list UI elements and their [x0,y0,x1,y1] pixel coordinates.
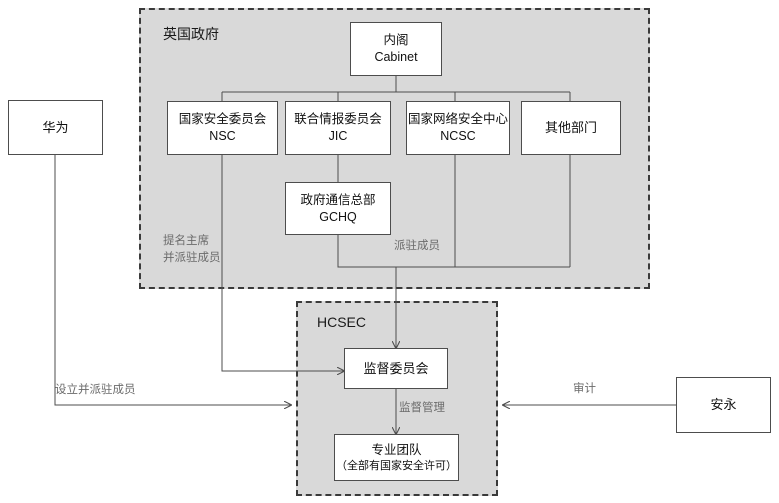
node-nsc-line2: NSC [209,129,236,143]
node-professional-team[interactable]: 专业团队 （全部有国家安全许可） [334,434,459,481]
node-gchq[interactable]: 政府通信总部 GCHQ [285,182,391,235]
node-ncsc-line1: 国家网络安全中心 [407,112,508,127]
node-professional-team-sub: （全部有国家安全许可） [336,459,457,472]
node-jic[interactable]: 联合情报委员会 JIC [285,101,391,155]
node-professional-team-line1: 专业团队 [371,442,422,457]
edge-label-huawei-to-hcsec: 设立并派驻成员 [55,384,136,396]
node-huawei-line1: 华为 [42,119,69,135]
node-ncsc[interactable]: 国家网络安全中心 NCSC [406,101,510,155]
edge-label-nsc-to-oversight-line1: 提名主席 [163,235,209,247]
node-gchq-line1: 政府通信总部 [300,192,376,207]
node-cabinet-line1: 内阁 [383,33,409,48]
edge-label-ey-to-hcsec: 审计 [573,383,596,395]
node-gchq-line2: GCHQ [319,209,357,224]
node-ernst-young[interactable]: 安永 [676,377,771,433]
node-ernst-young-line1: 安永 [710,397,737,413]
edge-label-nsc-to-oversight-line2: 并派驻成员 [163,251,221,264]
node-nsc-line1: 国家安全委员会 [178,112,267,127]
node-oversight-committee[interactable]: 监督委员会 [344,348,448,389]
node-nsc[interactable]: 国家安全委员会 NSC [167,101,278,155]
edge-label-nsc-to-oversight: 提名主席 并派驻成员 [163,233,221,266]
node-other-departments[interactable]: 其他部门 [521,101,621,155]
node-cabinet-line2: Cabinet [374,50,418,64]
group-hcsec-label: HCSEC [317,314,367,330]
node-oversight-committee-line1: 监督委员会 [363,360,429,376]
node-jic-line1: 联合情报委员会 [294,112,382,127]
node-huawei[interactable]: 华为 [8,100,103,155]
edge-label-gchq-to-oversight: 派驻成员 [394,240,440,252]
group-uk-government-label: 英国政府 [163,26,219,42]
node-cabinet[interactable]: 内阁 Cabinet [350,22,442,76]
node-jic-line2: JIC [328,129,348,143]
node-ncsc-line2: NCSC [440,129,476,143]
node-other-departments-line1: 其他部门 [544,120,597,136]
edge-label-oversight-to-team: 监督管理 [399,402,445,414]
